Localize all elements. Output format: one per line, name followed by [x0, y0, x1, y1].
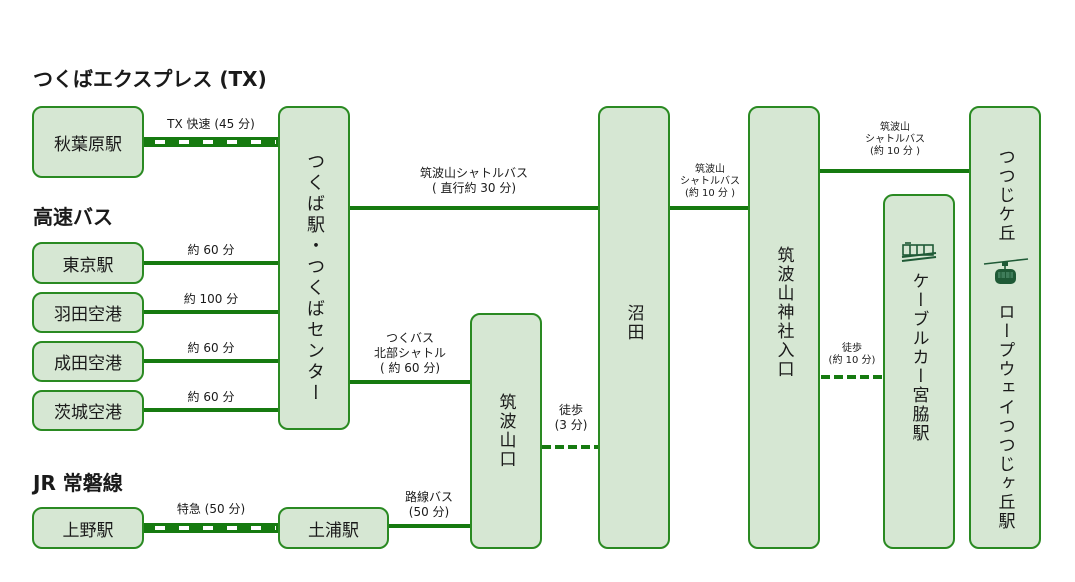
station-label-tsutsujigaoka: つつじケ丘 — [994, 148, 1015, 243]
ibaraki-bus-label: 約 60 分 — [187, 390, 235, 404]
tx-rapid-label: TX 快速 (45 分) — [167, 117, 255, 131]
route-bus-line — [388, 524, 472, 528]
station-haneda-airport[interactable]: 羽田空港 — [32, 292, 144, 333]
haneda-bus-label: 約 100 分 — [183, 292, 239, 306]
walk-10min-label: 徒歩(約 10 分) — [828, 343, 876, 366]
walk-3min-label: 徒歩(3 分) — [554, 403, 588, 432]
station-tsutsujigaoka[interactable]: つつじケ丘 ロープウェイつつじヶ丘駅 — [969, 106, 1041, 549]
station-label: 土浦駅 — [308, 520, 359, 541]
tokyo-bus-label: 約 60 分 — [187, 243, 235, 257]
shuttle-jinja-label: 筑波山シャトルバス(約 10 分 ) — [865, 122, 925, 157]
joban-rail-line — [143, 523, 280, 533]
station-label: つくば駅・つくばセンター — [304, 152, 325, 404]
station-tsuchiura[interactable]: 土浦駅 — [278, 507, 389, 549]
ibaraki-bus-line — [143, 408, 280, 412]
station-label: 東京駅 — [62, 255, 114, 276]
station-label: 上野駅 — [62, 520, 114, 541]
shuttle-direct-label: 筑波山シャトルバス( 直行約 30 分) — [419, 166, 529, 195]
station-ueno[interactable]: 上野駅 — [32, 507, 144, 549]
tokyo-bus-line — [143, 261, 280, 265]
station-label: 筑波山神社入口 — [773, 246, 794, 379]
station-label: ケーブルカー宮脇駅 — [908, 272, 929, 443]
ropeway-gondola-icon — [983, 258, 1029, 284]
station-tokyo[interactable]: 東京駅 — [32, 242, 144, 284]
limited-express-label: 特急 (50 分) — [176, 502, 246, 516]
narita-bus-label: 約 60 分 — [187, 341, 235, 355]
narita-bus-line — [143, 359, 280, 363]
station-tsukubasanguchi[interactable]: 筑波山口 — [470, 313, 542, 549]
station-cable-car-miyawaki[interactable]: ケーブルカー宮脇駅 — [883, 194, 955, 549]
station-ibaraki-airport[interactable]: 茨城空港 — [32, 390, 144, 431]
tsukubus-line — [349, 380, 472, 384]
station-label: 成田空港 — [54, 354, 122, 374]
route-bus-label: 路線バス(50 分) — [404, 490, 454, 519]
station-label: 秋葉原駅 — [54, 134, 122, 155]
shuttle-numata-line — [669, 206, 750, 210]
heading-jr-joban-line: JR 常磐線 — [33, 471, 123, 495]
station-label: 筑波山口 — [495, 393, 516, 469]
station-tsukuba-center[interactable]: つくば駅・つくばセンター — [278, 106, 350, 430]
station-narita-airport[interactable]: 成田空港 — [32, 341, 144, 382]
walk-10min-line — [821, 375, 883, 379]
shuttle-jinja-line — [819, 169, 971, 173]
shuttle-numata-label: 筑波山シャトルバス(約 10 分 ) — [680, 164, 740, 199]
walk-3min-line — [542, 445, 598, 449]
tsukubus-label: つくバス北部シャトル( 約 60 分) — [373, 331, 447, 375]
station-tsukubasan-jinja-iriguchi[interactable]: 筑波山神社入口 — [748, 106, 820, 549]
shuttle-direct-line — [349, 206, 600, 210]
cable-car-icon — [901, 242, 937, 262]
tx-rail-line — [143, 137, 280, 147]
station-label: 羽田空港 — [54, 305, 122, 325]
heading-tsukuba-express: つくばエクスプレス (TX) — [33, 67, 267, 91]
heading-highway-bus: 高速バス — [33, 205, 113, 229]
haneda-bus-line — [143, 310, 280, 314]
station-label: 茨城空港 — [54, 403, 122, 423]
station-akihabara[interactable]: 秋葉原駅 — [32, 106, 144, 178]
station-numata[interactable]: 沼田 — [598, 106, 670, 549]
station-label-ropeway: ロープウェイつつじヶ丘駅 — [994, 303, 1015, 531]
station-label: 沼田 — [623, 304, 644, 342]
